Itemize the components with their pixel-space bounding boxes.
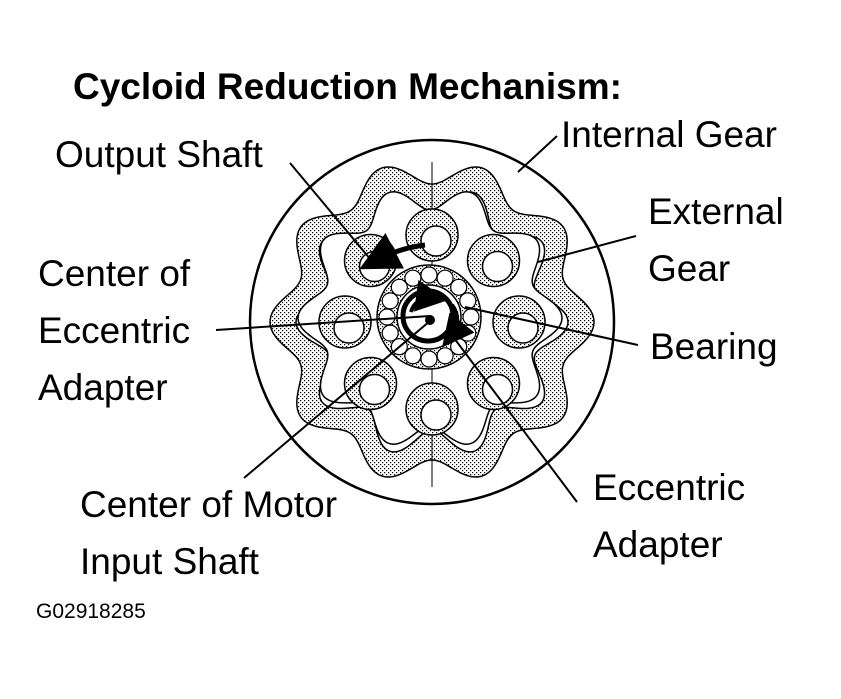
output-pin — [420, 399, 452, 431]
diagram-title: Cycloid Reduction Mechanism: — [73, 66, 622, 107]
bearing-ball — [420, 350, 438, 368]
bearing-ball — [381, 292, 399, 310]
bearing-ball — [378, 308, 396, 326]
label-external-gear: External Gear — [648, 191, 784, 289]
label-center-eccentric-adapter: Center of Eccentric Adapter — [38, 253, 191, 408]
label-eccentric-adapter: Eccentric Adapter — [593, 467, 746, 565]
rotation-arrow-icon — [409, 279, 448, 313]
label-internal-gear: Internal Gear — [561, 114, 777, 155]
output-pin — [481, 373, 514, 406]
bearing-ball — [381, 324, 399, 342]
output-pin — [481, 250, 514, 283]
rotation-arrow-icon — [442, 303, 475, 348]
leader-center-eccentric — [215, 315, 431, 331]
label-bearing: Bearing — [650, 326, 778, 367]
leader-internal-gear — [517, 135, 558, 173]
bearing-ball — [390, 278, 408, 296]
bearing-ball — [450, 278, 468, 296]
bearing-ball — [462, 308, 480, 326]
output-rotation-arrow-icon — [359, 233, 426, 270]
bearing-ball — [459, 292, 477, 310]
bearing-ball — [459, 324, 477, 342]
leader-eccentric-adapter — [447, 329, 578, 503]
bearing-ball — [436, 269, 454, 287]
label-output-shaft: Output Shaft — [55, 134, 263, 175]
figure-code: G02918285 — [36, 600, 146, 623]
output-pin — [420, 225, 452, 257]
bearing-ball — [404, 347, 422, 365]
internal-gear-shape — [269, 166, 595, 478]
leader-motor-shaft — [243, 320, 431, 479]
bearing-ball — [420, 266, 438, 284]
leader-bearing — [464, 306, 639, 346]
leader-external-gear — [537, 235, 637, 263]
output-pin — [333, 312, 365, 344]
label-center-motor-input-shaft: Center of Motor Input Shaft — [80, 484, 338, 582]
bearing-ball — [436, 347, 454, 365]
bearing-ball — [404, 269, 422, 287]
leader-output-shaft — [289, 162, 372, 261]
output-pin — [358, 373, 391, 406]
